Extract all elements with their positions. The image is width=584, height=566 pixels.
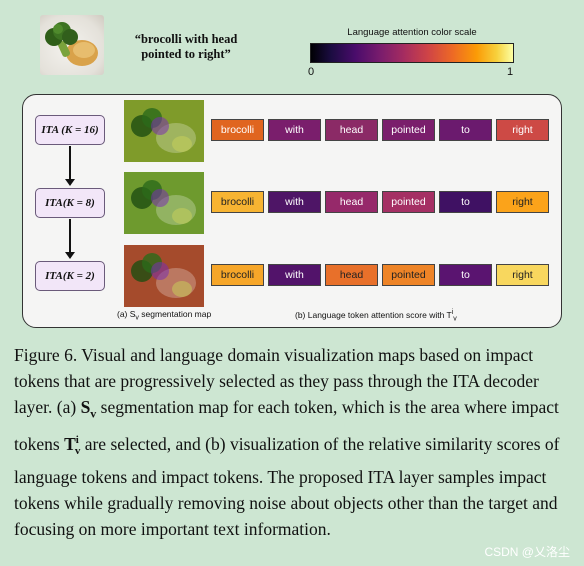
flow-arrow xyxy=(65,146,75,186)
token-cell-to: to xyxy=(439,191,492,213)
figure-caption: Figure 6. Visual and language domain vis… xyxy=(14,345,560,539)
token-cell-head: head xyxy=(325,264,378,286)
scale-min-label: 0 xyxy=(308,66,315,78)
watermark: CSDN @乂洛尘 xyxy=(484,545,570,559)
token-cell-with: with xyxy=(268,119,321,141)
token-cell-head: head xyxy=(325,191,378,213)
token-cell-with: with xyxy=(268,264,321,286)
token-cell-brocolli: brocolli xyxy=(211,119,264,141)
reference-image xyxy=(40,15,104,75)
token-cell-right: right xyxy=(496,119,549,141)
scale-title: Language attention color scale xyxy=(347,27,477,38)
token-cell-pointed: pointed xyxy=(382,264,435,286)
token-cell-brocolli: brocolli xyxy=(211,191,264,213)
ita-box-k2: ITA(K = 2) xyxy=(35,261,105,291)
flow-arrow xyxy=(65,219,75,259)
token-cell-right: right xyxy=(496,264,549,286)
token-cell-brocolli: brocolli xyxy=(211,264,264,286)
query-text: “brocolli with head pointed to right” xyxy=(134,32,238,61)
token-cell-head: head xyxy=(325,119,378,141)
color-scale-bar xyxy=(310,43,514,63)
token-cell-right: right xyxy=(496,191,549,213)
visualization-panel: ITA (K = 16) ITA(K = 8) ITA(K = 2) broco… xyxy=(22,94,562,328)
token-cell-pointed: pointed xyxy=(382,191,435,213)
token-cell-to: to xyxy=(439,264,492,286)
segmentation-map xyxy=(124,245,204,307)
token-cell-with: with xyxy=(268,191,321,213)
ita-box-k16: ITA (K = 16) xyxy=(35,115,105,145)
segmentation-map xyxy=(124,100,204,162)
scale-max-label: 1 xyxy=(507,66,514,78)
token-cell-pointed: pointed xyxy=(382,119,435,141)
caption-lang-score: (b) Language token attention score with … xyxy=(295,309,457,323)
caption-seg-map: (a) Sv segmentation map xyxy=(117,309,212,322)
token-cell-to: to xyxy=(439,119,492,141)
ita-box-k8: ITA(K = 8) xyxy=(35,188,105,218)
segmentation-map xyxy=(124,172,204,234)
